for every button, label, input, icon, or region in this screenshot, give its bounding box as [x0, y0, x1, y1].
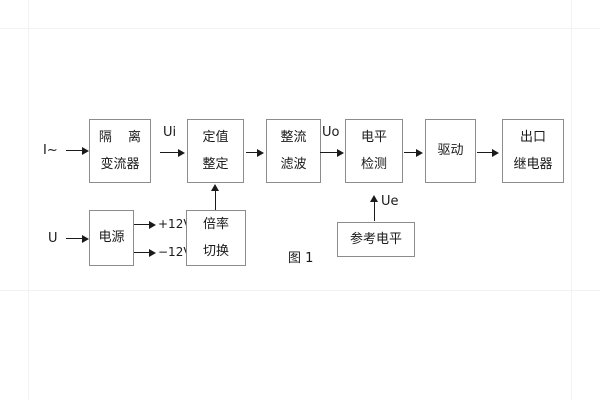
drive-to-relay-line: [477, 152, 494, 153]
block-output-relay-line2: 继电器: [513, 156, 553, 172]
block-power-supply-line1: 电源: [98, 230, 125, 246]
block-power-supply: 电源: [89, 210, 134, 266]
rail-positive-label: +12V: [158, 217, 192, 231]
frame-right: [571, 0, 572, 400]
setting-to-rectify-arrowhead: [257, 149, 264, 157]
block-multiplier-switch-line1: 倍率: [202, 216, 229, 232]
block-output-relay: 出口 继电器: [502, 119, 564, 183]
voltage-input-arrowhead: [82, 235, 89, 243]
block-setting-line2: 整定: [202, 156, 229, 172]
ue-label: Ue: [381, 194, 399, 209]
block-setting-line1: 定值: [202, 129, 229, 145]
block-multiplier-switch: 倍率 切换: [186, 210, 246, 266]
rail-negative-arrowhead: [149, 249, 156, 257]
block-reference-level-line1: 参考电平: [349, 231, 402, 247]
level-to-drive-arrowhead: [416, 149, 423, 157]
multiplier-to-setting-arrowhead: [211, 184, 219, 191]
frame-bottom: [0, 290, 600, 291]
block-level-detect-line2: 检测: [360, 156, 387, 172]
block-drive: 驱动: [425, 119, 476, 183]
current-input-arrowhead: [82, 147, 89, 155]
uo-arrowhead: [337, 149, 344, 157]
ui-arrowhead: [178, 149, 185, 157]
block-rectify-filter-line1: 整流: [280, 129, 307, 145]
ue-line: [374, 200, 375, 221]
block-isolation-ct-line2: 变流器: [100, 156, 140, 172]
current-input-line: [66, 150, 84, 151]
block-level-detect: 电平 检测: [345, 119, 403, 183]
drive-to-relay-arrowhead: [492, 149, 499, 157]
rail-positive-arrowhead: [149, 221, 156, 229]
rail-negative-label: −12V: [158, 245, 192, 259]
ui-label: Ui: [163, 125, 177, 140]
uo-label: Uo: [322, 125, 340, 140]
figure-caption: 图 1: [288, 251, 314, 266]
block-rectify-filter-line2: 滤波: [280, 156, 307, 172]
block-isolation-ct: 隔 离 变流器: [89, 119, 151, 183]
block-isolation-ct-line1: 隔 离: [98, 129, 148, 145]
block-output-relay-line1: 出口: [519, 129, 546, 145]
block-multiplier-switch-line2: 切换: [202, 243, 229, 259]
frame-top: [0, 28, 600, 29]
block-level-detect-line1: 电平: [360, 129, 387, 145]
current-input-label: I~: [43, 143, 58, 158]
setting-to-rectify-line: [246, 152, 259, 153]
block-drive-line1: 驱动: [437, 143, 464, 159]
uo-line: [320, 152, 339, 153]
frame-left: [28, 0, 29, 400]
multiplier-to-setting-line: [215, 190, 216, 210]
block-setting: 定值 整定: [187, 119, 244, 183]
block-reference-level: 参考电平: [337, 222, 415, 257]
level-to-drive-line: [404, 152, 418, 153]
voltage-input-label: U: [48, 231, 58, 246]
voltage-input-line: [66, 238, 84, 239]
block-rectify-filter: 整流 滤波: [266, 119, 321, 183]
rail-positive-line: [134, 224, 151, 225]
ue-arrowhead: [370, 195, 378, 202]
ui-line: [160, 152, 180, 153]
rail-negative-line: [134, 252, 151, 253]
